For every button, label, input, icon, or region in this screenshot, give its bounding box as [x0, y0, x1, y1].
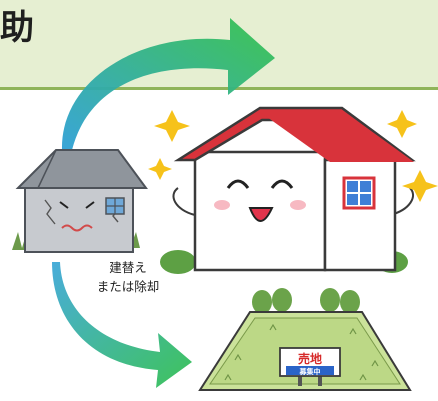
- upper-arrow-icon: [61, 18, 275, 150]
- sign-sub-text: 募集中: [299, 367, 321, 376]
- sign-main-text: 売地: [298, 351, 322, 366]
- caption: 建替え または除却: [82, 258, 174, 296]
- lower-arrow-icon: [52, 262, 192, 388]
- new-house-icon: [160, 106, 416, 274]
- sparkle-icon: [148, 110, 438, 202]
- land-lot-icon: 売地 募集中: [198, 288, 412, 391]
- caption-line-2: または除却: [96, 279, 160, 294]
- old-house-icon: [12, 149, 148, 253]
- banner-title: 助: [0, 8, 34, 48]
- title-banner: 助: [0, 0, 438, 90]
- caption-line-1: 建替え: [109, 260, 147, 275]
